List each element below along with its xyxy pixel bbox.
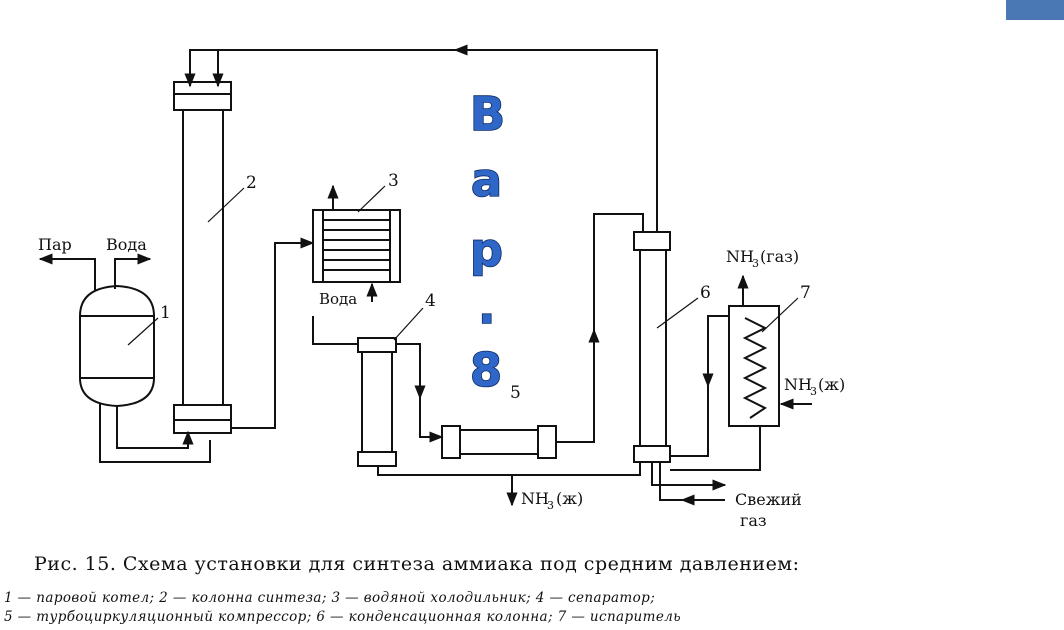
label-fresh-gas-2: газ	[740, 511, 767, 530]
label-fresh-gas-1: Свежий	[735, 490, 802, 509]
separator-4	[357, 337, 397, 467]
label-4: 4	[425, 291, 436, 311]
watermark-letter-2: а	[471, 153, 502, 207]
figure-legend-line-2: 5 — турбоциркуляционный компрессор; 6 — …	[4, 609, 681, 625]
watermark: В а р . 8	[469, 86, 506, 398]
nh3-liq-right-main: NH	[784, 375, 812, 394]
figure-caption-title: Рис. 15. Схема установки для синтеза амм…	[34, 553, 800, 575]
compressor-5	[441, 425, 557, 459]
watermark-letter-5: 8	[470, 343, 502, 397]
label-1: 1	[160, 303, 171, 323]
evaporator-7	[728, 305, 780, 427]
leader-6	[656, 297, 699, 329]
label-nh3-liquid-right: NH 3 (ж)	[784, 375, 845, 398]
ammonia-synthesis-diagram: 1 2 3 4 5 6 7 Пар Вода Вода NH 3 (газ) N…	[38, 44, 845, 530]
pipe-bottom-liquid	[377, 462, 641, 476]
condensation-column-6	[633, 231, 671, 463]
pipe-fresh-gas	[651, 462, 727, 491]
label-water-in: Вода	[106, 235, 147, 254]
pipe-col2-to-cooler	[231, 237, 315, 429]
synthesis-column-2	[173, 81, 232, 434]
label-7: 7	[800, 283, 811, 303]
nh3-gas-tail: (газ)	[760, 247, 799, 266]
water-cooler-3	[312, 209, 401, 283]
nh3-liq-right-sub: 3	[810, 385, 817, 398]
label-3: 3	[388, 171, 399, 191]
label-6: 6	[700, 283, 711, 303]
label-steam: Пар	[38, 235, 72, 254]
pipe-compressor-to-col6	[556, 213, 644, 443]
pipe-boiler-bottom	[99, 404, 211, 463]
nh3-liq-right-tail: (ж)	[818, 375, 845, 394]
watermark-letter-1: В	[470, 87, 505, 141]
pipe-boiler-return	[116, 406, 194, 449]
steam-boiler-1	[79, 284, 155, 408]
watermark-letter-4: .	[478, 280, 495, 334]
pipe-water-in	[114, 253, 152, 289]
leader-7	[761, 297, 799, 333]
nh3-gas-main: NH	[726, 247, 754, 266]
leader-2	[207, 187, 245, 223]
pipe-col6-evaporator	[670, 315, 729, 457]
label-nh3-gas: NH 3 (газ)	[726, 247, 799, 270]
label-5: 5	[510, 383, 521, 403]
corner-accent-tab	[1006, 0, 1064, 20]
nh3-liq-bottom-sub: 3	[547, 499, 554, 512]
leader-3	[357, 185, 386, 213]
pipe-fresh-gas-low	[659, 462, 725, 501]
watermark-letter-3: р	[470, 223, 503, 277]
nh3-liq-bottom-main: NH	[521, 489, 549, 508]
leader-1	[127, 317, 159, 346]
label-2: 2	[246, 173, 257, 193]
label-water-cooler: Вода	[319, 290, 357, 308]
nh3-gas-sub: 3	[752, 257, 759, 270]
pipe-top-recycle	[184, 49, 658, 232]
leader-4	[393, 307, 424, 341]
figure-legend-line-1: 1 — паровой котел; 2 — колонна синтеза; …	[4, 590, 656, 606]
label-nh3-liquid-bottom: NH 3 (ж)	[521, 489, 583, 512]
nh3-liq-bottom-tail: (ж)	[556, 489, 583, 508]
pipe-cooler-to-separator	[312, 316, 358, 345]
pipe-evaporator-return	[670, 426, 761, 471]
pipe-steam-out	[38, 253, 96, 290]
